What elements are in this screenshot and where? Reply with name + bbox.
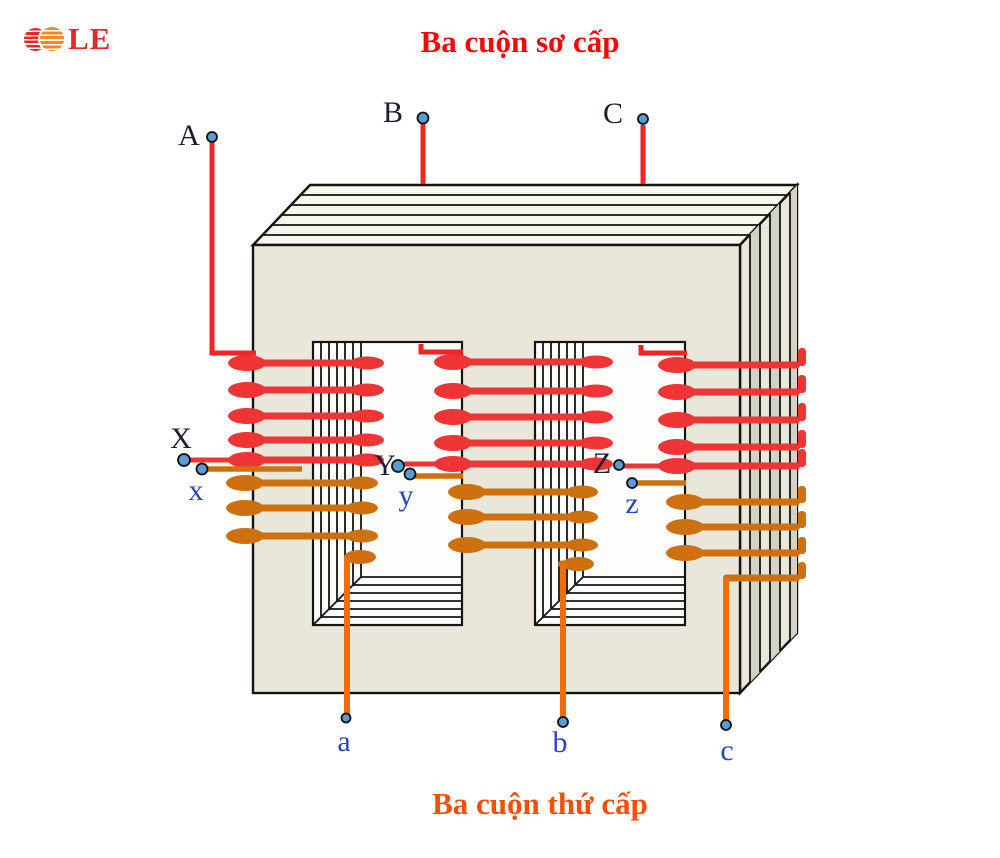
label-a: a — [337, 725, 350, 758]
label-A: A — [178, 119, 200, 152]
core-right-face — [738, 181, 799, 697]
terminal-dot-Y — [391, 459, 405, 473]
label-z: z — [625, 487, 638, 520]
wire-terminal-A — [209, 142, 256, 356]
label-B: B — [383, 96, 403, 129]
label-c: c — [720, 734, 733, 767]
terminal-dot-Z — [613, 459, 625, 471]
core-top-face — [250, 183, 800, 247]
brand-logo: LE — [24, 21, 112, 56]
label-y: y — [399, 479, 414, 512]
label-C: C — [603, 97, 623, 130]
primary-coils-title: Ba cuộn sơ cấp — [420, 24, 620, 59]
label-Z: Z — [593, 447, 611, 480]
terminal-dot-z — [626, 477, 638, 489]
right-coil-exit-turn — [723, 562, 806, 582]
terminal-dot-X — [177, 453, 191, 467]
logo-orange-circle-icon — [38, 25, 66, 53]
primary-coil-right-leg — [623, 348, 806, 474]
terminal-dot-A — [206, 131, 218, 143]
secondary-coil-middle-leg — [414, 473, 598, 719]
label-b: b — [553, 726, 568, 759]
middle-coil-exit-stub — [558, 557, 594, 571]
primary-coil-middle-leg — [404, 354, 613, 472]
terminal-dot-x — [195, 462, 209, 476]
secondary-coils-title: Ba cuộn thứ cấp — [432, 786, 648, 821]
left-coil-exit-stub — [344, 550, 376, 564]
terminal-dot-C — [637, 113, 649, 125]
wire-C-window-elbow — [638, 345, 687, 356]
terminal-dot-y — [403, 467, 417, 481]
terminal-dot-a — [340, 712, 352, 724]
terminal-dot-c — [720, 719, 732, 731]
side-face-bands — [750, 185, 797, 683]
terminal-labels: A B C X Y Z x y z a b c — [170, 96, 734, 767]
logo-text: LE — [68, 21, 112, 56]
label-Y: Y — [374, 449, 396, 482]
secondary-coil-left-leg — [208, 466, 378, 716]
wire-B-window-elbow — [418, 344, 463, 355]
top-face-laminations — [262, 194, 788, 236]
label-X: X — [170, 422, 192, 455]
terminal-dot-B — [416, 111, 430, 125]
primary-coil-left-leg — [189, 355, 384, 468]
secondary-coil-right-leg — [637, 480, 806, 722]
terminal-dots — [177, 111, 732, 731]
label-x: x — [189, 474, 204, 507]
terminal-dot-b — [557, 716, 569, 728]
